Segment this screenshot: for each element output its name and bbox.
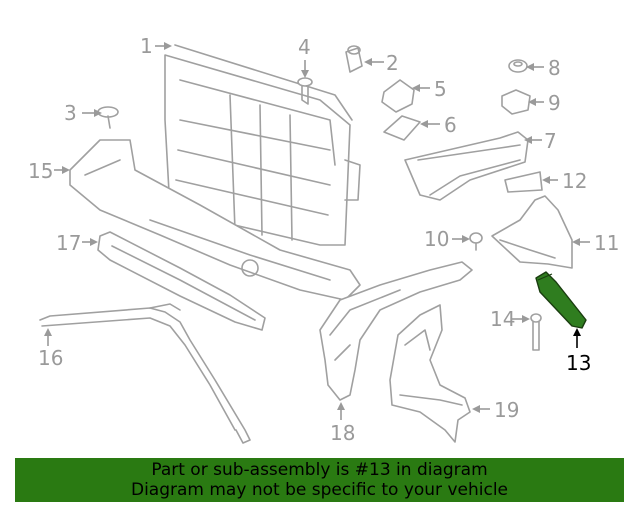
svg-text:14: 14 — [490, 307, 515, 331]
svg-text:15: 15 — [28, 159, 53, 183]
svg-text:11: 11 — [594, 231, 619, 255]
label-11: 11 — [572, 231, 619, 255]
svg-text:9: 9 — [548, 91, 561, 115]
part-19-lower-bracket[interactable] — [389, 304, 471, 443]
svg-text:10: 10 — [424, 227, 449, 251]
part-3-screw[interactable] — [97, 106, 119, 129]
part-5-nut-clip[interactable] — [381, 79, 415, 113]
part-8-grommet[interactable] — [508, 59, 528, 73]
label-12: 12 — [542, 169, 587, 193]
part-11-deflector[interactable] — [491, 195, 573, 269]
part-18-side-bracket[interactable] — [319, 261, 473, 401]
svg-text:8: 8 — [548, 56, 561, 80]
label-6: 6 — [420, 113, 457, 137]
part-6-bracket[interactable] — [383, 115, 421, 141]
part-17-lower-crossmember[interactable] — [97, 231, 266, 331]
part-10-bolt[interactable] — [469, 232, 483, 251]
label-1: 1 — [140, 34, 172, 58]
svg-text:7: 7 — [544, 129, 557, 153]
part-9-nut[interactable] — [501, 89, 531, 115]
label-10: 10 — [424, 227, 470, 251]
label-4: 4 — [298, 35, 311, 78]
svg-text:13: 13 — [566, 351, 591, 375]
parts-diagram: 1 2 3 4 5 — [28, 34, 619, 445]
svg-text:19: 19 — [494, 398, 519, 422]
svg-text:12: 12 — [562, 169, 587, 193]
part-15-upper-carrier[interactable] — [69, 139, 361, 301]
part-7-air-duct[interactable] — [404, 131, 529, 201]
label-7: 7 — [524, 129, 557, 153]
label-8: 8 — [526, 56, 561, 80]
part-13-bracket-highlighted[interactable] — [535, 271, 587, 329]
label-9: 9 — [528, 91, 561, 115]
label-2: 2 — [364, 51, 399, 75]
svg-text:5: 5 — [434, 77, 447, 101]
part-16-lower-support[interactable] — [39, 303, 251, 444]
label-14: 14 — [490, 307, 530, 331]
banner-line-1: Part or sub-assembly is #13 in diagram — [151, 460, 488, 480]
svg-text:18: 18 — [330, 421, 355, 445]
svg-text:6: 6 — [444, 113, 457, 137]
svg-text:17: 17 — [56, 231, 81, 255]
label-13: 13 — [566, 328, 591, 375]
label-15: 15 — [28, 159, 70, 183]
part-1-grille-frame[interactable] — [164, 44, 361, 246]
label-18: 18 — [330, 402, 355, 445]
info-banner: Part or sub-assembly is #13 in diagram D… — [15, 458, 624, 502]
label-3: 3 — [64, 101, 102, 125]
svg-text:2: 2 — [386, 51, 399, 75]
label-16: 16 — [38, 328, 63, 370]
svg-text:4: 4 — [298, 35, 311, 59]
banner-line-2: Diagram may not be specific to your vehi… — [130, 480, 508, 500]
part-2-clip[interactable] — [345, 45, 363, 73]
svg-text:1: 1 — [140, 34, 153, 58]
part-12-bracket[interactable] — [504, 171, 543, 193]
label-19: 19 — [472, 398, 519, 422]
svg-text:16: 16 — [38, 346, 63, 370]
label-17: 17 — [56, 231, 98, 255]
part-14-bolt[interactable] — [530, 313, 542, 351]
svg-text:3: 3 — [64, 101, 77, 125]
label-5: 5 — [412, 77, 447, 101]
